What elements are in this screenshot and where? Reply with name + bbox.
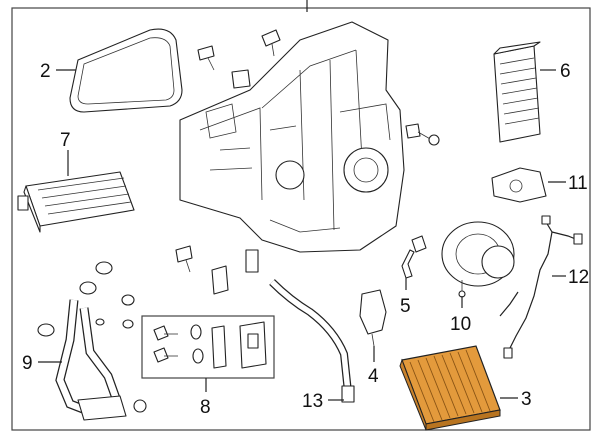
callout-11: 11 — [568, 173, 588, 194]
callout-8: 8 — [200, 397, 211, 418]
callout-2: 2 — [40, 61, 51, 82]
callout-10: 10 — [450, 314, 471, 335]
hvac-housing[interactable] — [179, 21, 405, 253]
part-10-blower-motor[interactable] — [441, 221, 515, 298]
part-12-wiring-harness[interactable] — [499, 215, 583, 359]
callout-13: 13 — [302, 391, 323, 412]
part-6-heater-core[interactable] — [493, 41, 541, 143]
callout-12: 12 — [568, 267, 589, 288]
callout-7: 7 — [60, 130, 71, 151]
callout-3: 3 — [521, 389, 532, 410]
part-7-evaporator[interactable] — [17, 171, 135, 233]
part-8-hardware-kit[interactable] — [141, 315, 275, 379]
diagram-frame — [11, 7, 591, 431]
part-5-sensor[interactable] — [401, 235, 427, 279]
part-9-refrigerant-pipe[interactable] — [55, 299, 147, 421]
callout-4: 4 — [368, 366, 379, 387]
part-2-seal[interactable] — [69, 28, 183, 113]
leader-lines — [38, 69, 566, 401]
part-13-drain-hose[interactable] — [269, 279, 355, 403]
part-3-cabin-filter[interactable] — [399, 345, 501, 431]
part-4-module[interactable] — [359, 289, 387, 347]
callout-9: 9 — [22, 353, 33, 374]
callout-5: 5 — [400, 296, 411, 317]
screw-set-upper[interactable] — [175, 29, 440, 295]
o-ring-set[interactable] — [37, 261, 135, 337]
callout-labels: 2 3 4 5 6 7 8 9 10 11 12 13 — [22, 61, 589, 418]
callout-6: 6 — [560, 61, 571, 82]
part-11-actuator[interactable] — [491, 167, 547, 203]
